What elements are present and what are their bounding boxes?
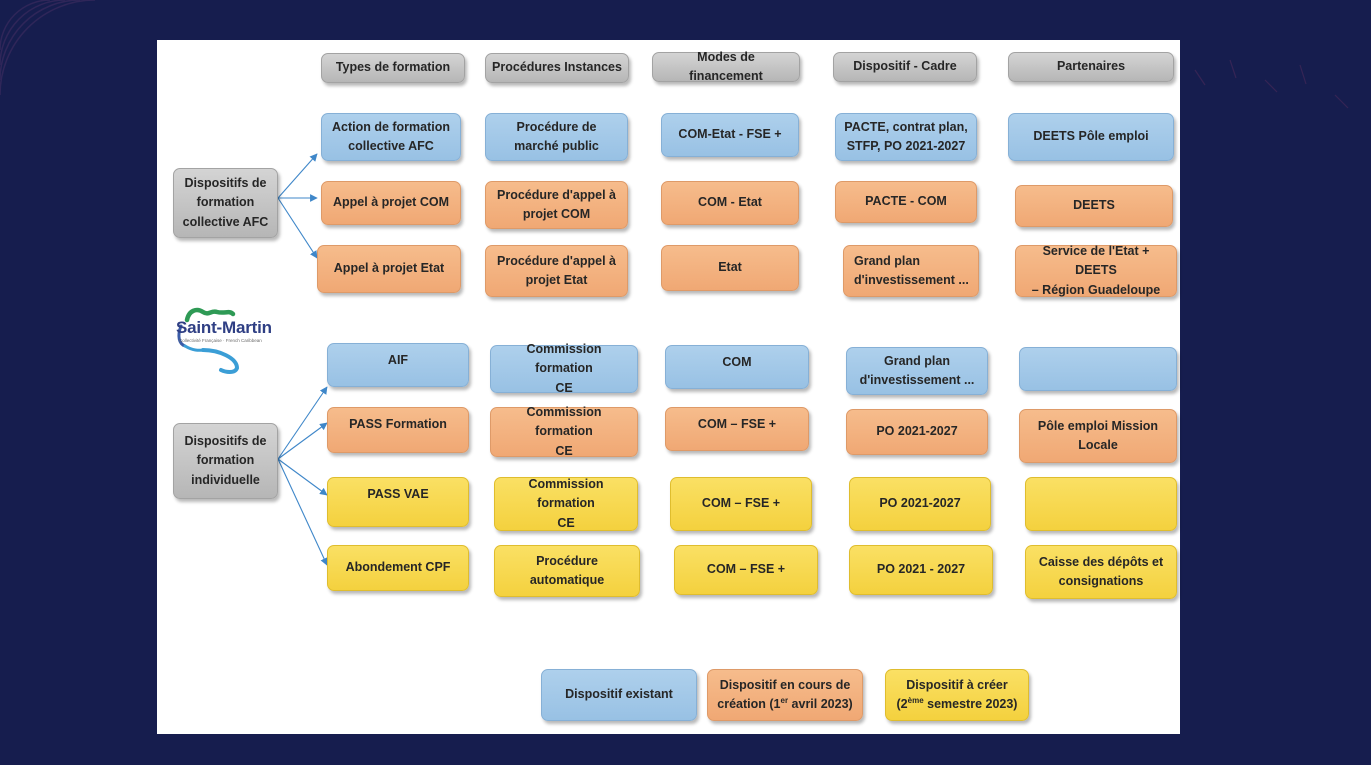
cell-partenaires-empty-yellow [1025, 477, 1177, 531]
cell-cadre-pacte-com: PACTE - COM [835, 181, 977, 223]
group-collective-afc: Dispositifs de formation collective AFC [173, 168, 278, 238]
cell-cadre-grand-plan: Grand plan d'investissement ... [843, 245, 979, 297]
legend-a-creer-line1: Dispositif à créer [906, 677, 1008, 692]
cell-type-pass-vae: PASS VAE [327, 477, 469, 527]
saint-martin-logo-icon [177, 307, 240, 374]
legend-a-creer-line2: (2ème semestre 2023) [896, 695, 1018, 711]
cell-cadre-grand-plan-2: Grand plan d'investissement ... [846, 347, 988, 395]
cell-partenaires-empty-blue [1019, 347, 1177, 391]
cell-financement-com-fse-1: COM – FSE + [665, 407, 809, 451]
header-modes-de-financement: Modes de financement [652, 50, 800, 83]
logo-text: Saint-Martin [176, 318, 272, 337]
cell-type-aif: AIF [327, 343, 469, 387]
header-procedures-instances: Procédures Instances [485, 53, 629, 83]
logo-subtitle: Collectivité Française · French Caribbea… [179, 338, 262, 343]
cell-financement-com: COM [665, 345, 809, 389]
legend-dispositif-en-cours: Dispositif en cours de création (1er avr… [707, 669, 863, 721]
cell-procedure-appel-projet-com: Procédure d'appel à projet COM [485, 181, 628, 229]
header-types-de-formation: Types de formation [321, 53, 465, 83]
cell-type-afc: Action de formation collective AFC [321, 113, 461, 161]
cell-cadre-po-1: PO 2021-2027 [846, 409, 988, 455]
cell-financement-com-fse-3: COM – FSE + [674, 545, 818, 595]
cell-partenaires-deets: DEETS [1015, 185, 1173, 227]
cell-financement-com-etat-fse: COM-Etat - FSE + [661, 113, 799, 157]
cell-cadre-po-2: PO 2021-2027 [849, 477, 991, 531]
header-dispositif-cadre: Dispositif - Cadre [833, 52, 977, 82]
saint-martin-logo: Saint-Martin Collectivité Française · Fr… [173, 296, 293, 378]
legend-en-cours-line1: Dispositif en cours de [719, 677, 851, 692]
cell-cadre-pacte-contrat-plan: PACTE, contrat plan, STFP, PO 2021-2027 [835, 113, 977, 161]
cell-procedure-automatique: Procédure automatique [494, 545, 640, 597]
cell-cadre-po-3: PO 2021 - 2027 [849, 545, 993, 595]
legend-en-cours-line2: création (1er avril 2023) [717, 695, 853, 711]
cell-partenaires-deets-pole-emploi: DEETS Pôle emploi [1008, 113, 1174, 161]
diagram-slide: Types de formation Procédures Instances … [157, 40, 1180, 734]
legend-existant-label: Dispositif existant [565, 687, 673, 702]
cell-partenaires-service-etat: Service de l'Etat + DEETS – Région Guade… [1015, 244, 1177, 297]
cell-financement-etat: Etat [661, 245, 799, 291]
legend-dispositif-existant: Dispositif existant [541, 669, 697, 721]
header-partenaires: Partenaires [1008, 52, 1174, 82]
cell-procedure-commission-ce-2: Commission formation CE [490, 405, 638, 458]
cell-type-appel-projet-etat: Appel à projet Etat [317, 245, 461, 293]
cell-type-appel-projet-com: Appel à projet COM [321, 181, 461, 225]
cell-procedure-commission-ce-3: Commission formation CE [494, 477, 638, 531]
cell-financement-com-fse-2: COM – FSE + [670, 477, 812, 531]
cell-partenaires-pole-emploi-mission: Pôle emploi Mission Locale [1019, 409, 1177, 463]
cell-financement-com-etat: COM - Etat [661, 181, 799, 225]
cell-procedure-appel-projet-etat: Procédure d'appel à projet Etat [485, 245, 628, 297]
cell-procedure-marche-public: Procédure de marché public [485, 113, 628, 161]
legend-dispositif-a-creer: Dispositif à créer (2ème semestre 2023) [885, 669, 1029, 721]
cell-partenaires-caisse-depots: Caisse des dépôts et consignations [1025, 545, 1177, 599]
cell-procedure-commission-ce-1: Commission formation CE [490, 342, 638, 395]
cell-type-abondement-cpf: Abondement CPF [327, 545, 469, 591]
cell-type-pass-formation: PASS Formation [327, 407, 469, 453]
group-individuelle: Dispositifs de formation individuelle [173, 423, 278, 499]
